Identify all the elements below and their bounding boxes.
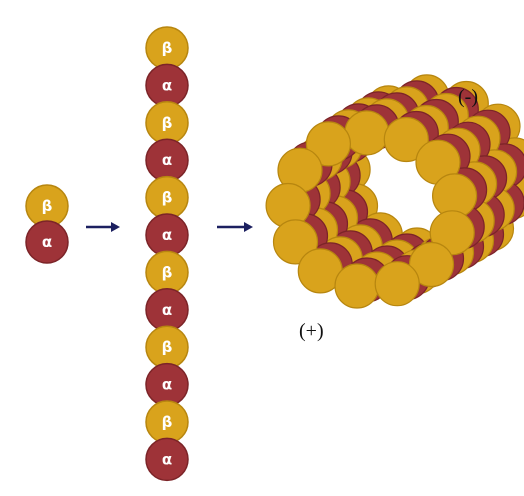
alpha-symbol: α [162, 450, 172, 468]
alpha-bead [25, 220, 69, 264]
microtubule-cylinder [265, 74, 524, 309]
microtubule-beta-bead [344, 110, 390, 156]
tubulin-dimer: βα [25, 184, 69, 264]
alpha-subunit: α [145, 437, 189, 482]
protofilament: β α β α β α β α β α β α [145, 26, 189, 482]
microtubule-beta-bead [429, 210, 475, 256]
beta-symbol: β [42, 197, 53, 215]
alpha-subunit: α [145, 138, 189, 182]
beta-subunit: β [145, 400, 189, 444]
alpha-subunit: α [145, 288, 189, 332]
microtubule-beta-bead [374, 261, 420, 307]
arrow-head [244, 222, 253, 232]
microtubule-beta-bead [334, 263, 380, 309]
arrow-protofilament-to-microtubule [217, 222, 253, 232]
arrow-dimer-to-protofilament [86, 222, 120, 232]
beta-symbol: β [162, 189, 173, 207]
alpha-symbol: α [162, 376, 172, 394]
alpha-subunit: α [25, 220, 69, 264]
alpha-symbol: α [162, 151, 172, 169]
alpha-subunit: α [145, 213, 189, 257]
beta-subunit: β [145, 101, 189, 145]
minus-end-label: (-) [458, 86, 478, 108]
arrow-head [111, 222, 120, 232]
alpha-symbol: α [162, 301, 172, 319]
alpha-bead [145, 437, 189, 482]
alpha-subunit: α [145, 362, 189, 407]
alpha-symbol: α [162, 226, 172, 244]
beta-symbol: β [162, 338, 173, 356]
alpha-subunit: α [145, 63, 189, 108]
microtubule-beta-bead [408, 241, 455, 288]
alpha-symbol: α [162, 76, 172, 94]
beta-symbol: β [162, 413, 173, 431]
beta-subunit: β [145, 26, 189, 70]
beta-symbol: β [162, 39, 173, 57]
microtubule-beta-bead [305, 121, 351, 167]
beta-subunit: β [25, 184, 69, 228]
plus-end-label: (+) [299, 320, 324, 342]
beta-symbol: β [162, 263, 173, 281]
beta-subunit: β [145, 325, 189, 369]
microtubule-beta-bead [383, 116, 429, 163]
beta-subunit: β [145, 175, 189, 220]
microtubule-beta-bead [272, 219, 319, 265]
beta-subunit: β [145, 250, 189, 295]
beta-symbol: β [162, 114, 173, 132]
alpha-symbol: α [42, 233, 52, 251]
